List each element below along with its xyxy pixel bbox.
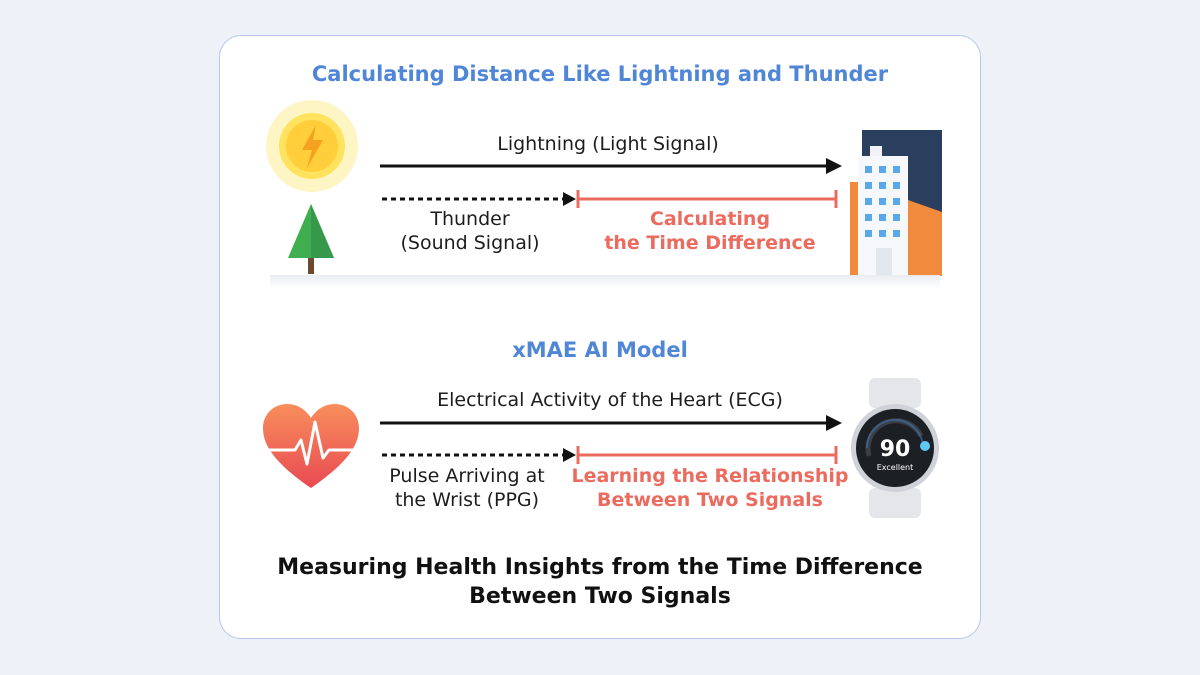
time-diff-label-line1: Calculating	[649, 208, 771, 230]
ppg-label-line1: Pulse Arriving at	[389, 465, 545, 487]
heart-ecg-icon	[255, 404, 367, 488]
lightning-arrowhead	[826, 158, 842, 174]
relationship-label-line2: Between Two Signals	[597, 489, 823, 511]
ecg-label: Electrical Activity of the Heart (ECG)	[437, 389, 783, 411]
lightning-bulb-icon	[266, 100, 358, 192]
ecg-arrowhead	[826, 415, 842, 431]
building-icon	[850, 130, 942, 276]
time-diff-label-line2: the Time Difference	[604, 232, 816, 254]
footer-line1: Measuring Health Insights from the Time …	[277, 555, 923, 580]
thunder-label-line2: (Sound Signal)	[400, 232, 540, 254]
thunder-arrowhead	[563, 192, 576, 206]
section2-title: xMAE AI Model	[512, 338, 688, 362]
smartwatch-icon: 90 Excellent	[851, 378, 939, 518]
section1-ground-shadow	[270, 275, 940, 289]
relationship-label-line1: Learning the Relationship	[571, 465, 849, 487]
section1-arrows	[380, 158, 842, 208]
footer-line2: Between Two Signals	[469, 584, 731, 609]
lightning-label: Lightning (Light Signal)	[497, 133, 719, 155]
section1-title: Calculating Distance Like Lightning and …	[311, 62, 889, 86]
watch-status: Excellent	[877, 463, 914, 472]
tree-icon	[288, 204, 334, 274]
watch-value: 90	[880, 437, 911, 462]
thunder-label-line1: Thunder	[430, 208, 510, 230]
section2-arrows	[380, 415, 842, 464]
ppg-label-line2: the Wrist (PPG)	[394, 489, 540, 511]
ppg-arrowhead	[563, 448, 576, 462]
